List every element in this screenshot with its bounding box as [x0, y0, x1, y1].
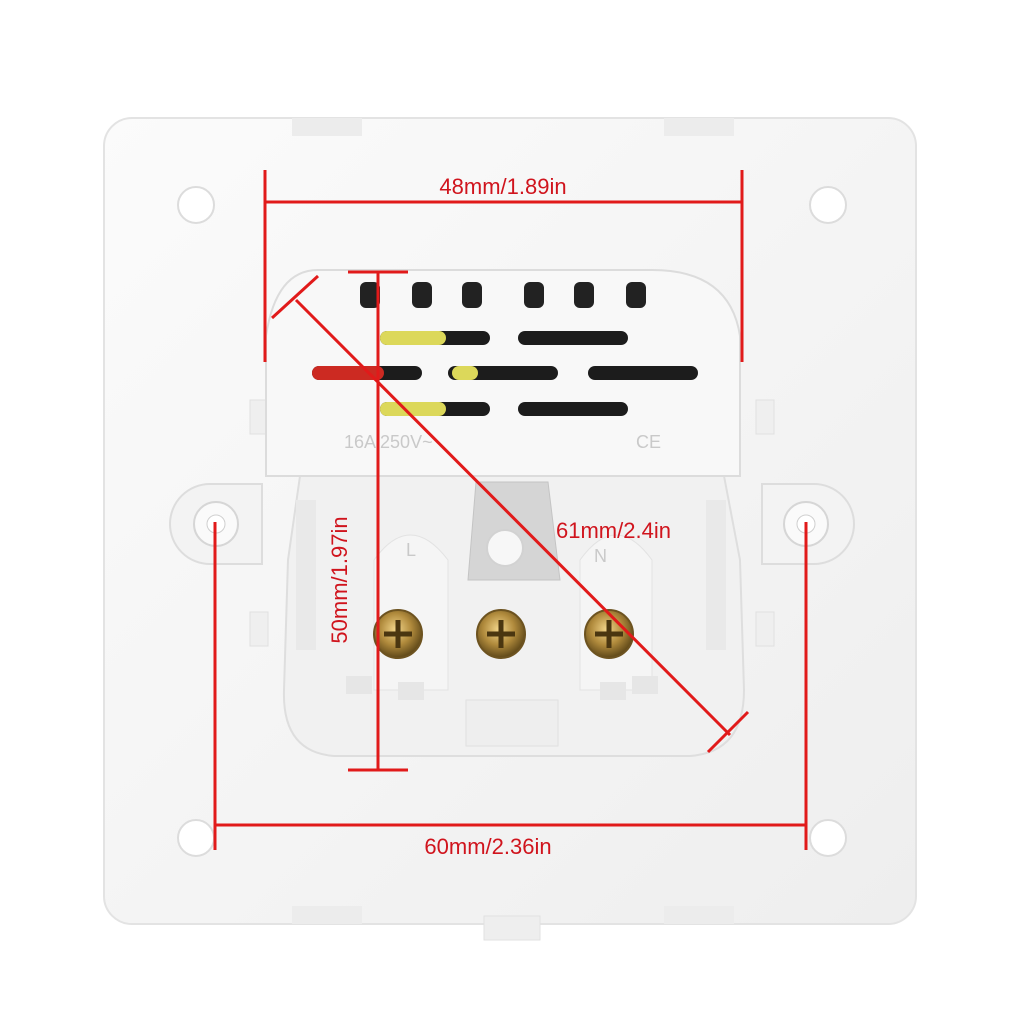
diagonal-label: 61mm/2.4in [556, 518, 671, 543]
screw-left [373, 609, 423, 659]
ce-marking: CE [636, 432, 662, 452]
bottom-width-label: 60mm/2.36in [424, 834, 552, 859]
corner-hole [177, 186, 215, 224]
screw-center [476, 609, 526, 659]
switch-body [265, 269, 741, 477]
height-label: 50mm/1.97in [327, 516, 352, 644]
dimension-lines [213, 170, 808, 850]
terminal-label-n: N [594, 546, 607, 566]
dim-diag-tick-top [270, 274, 320, 320]
terminal-label-l: L [406, 540, 417, 560]
corner-hole [809, 186, 847, 224]
rating-marking: 16A 250V~ [344, 432, 433, 452]
screw-right [584, 609, 634, 659]
top-width-label: 48mm/1.89in [439, 174, 567, 199]
corner-hole [809, 819, 847, 857]
dim-diag-main [294, 298, 732, 737]
terminal-screws [373, 609, 634, 659]
dim-diag-tick-bottom [706, 710, 750, 754]
